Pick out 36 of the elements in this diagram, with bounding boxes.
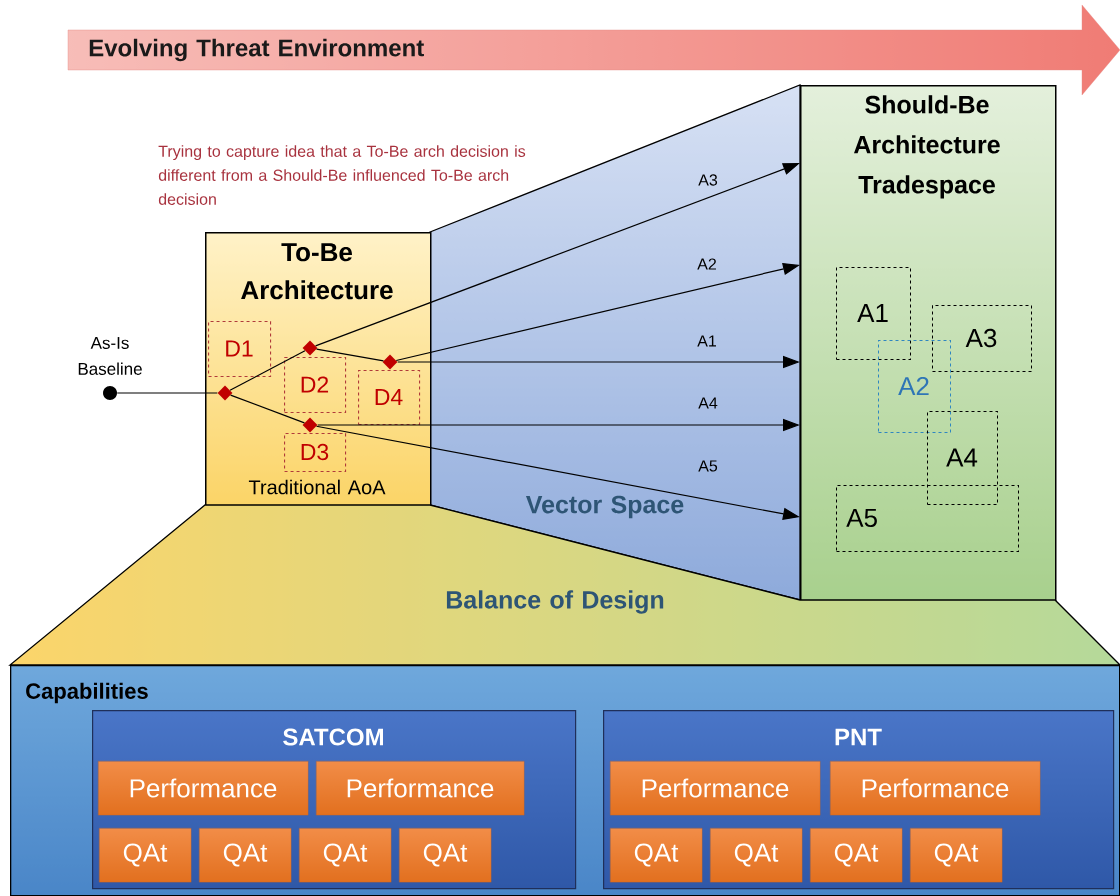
attribute-box: QAt xyxy=(99,828,192,883)
attribute-box: QAt xyxy=(199,828,292,883)
baseline-label: As-Is Baseline xyxy=(78,337,142,375)
decision-diamond xyxy=(217,385,233,401)
annotation-text: Trying to capture idea that a To-Be arch decision is different from a Should-Be influenced To-Be arch decision xyxy=(158,145,526,205)
alternative-box: A4 xyxy=(927,411,998,505)
attribute-box: QAt xyxy=(399,828,492,883)
connector-line xyxy=(315,348,385,362)
connector-line xyxy=(116,392,218,394)
connector-line xyxy=(229,350,306,391)
attribute-box: QAt xyxy=(710,828,803,883)
edge-label: A2 xyxy=(697,258,716,270)
decision-diamond xyxy=(382,354,398,370)
attribute-box: QAt xyxy=(610,828,703,883)
performance-box: Performance xyxy=(830,761,1041,816)
decision-box: D4 xyxy=(358,370,421,426)
decision-box: D2 xyxy=(284,357,347,414)
attribute-box: QAt xyxy=(299,828,392,883)
decision-box: D3 xyxy=(284,433,347,473)
performance-box: Performance xyxy=(98,761,309,816)
attribute-box: QAt xyxy=(810,828,903,883)
performance-box: Performance xyxy=(610,761,821,816)
alternative-box: A3 xyxy=(932,305,1032,372)
decision-box: D1 xyxy=(208,321,272,378)
decision-diamond xyxy=(302,417,318,433)
alternative-box: A1 xyxy=(836,267,911,360)
edge-label: A4 xyxy=(698,397,718,409)
edge-label: A5 xyxy=(698,460,718,472)
alternative-box: A2 xyxy=(878,340,951,433)
edge-label: A1 xyxy=(697,335,716,347)
performance-box: Performance xyxy=(316,761,525,816)
edge-label: A3 xyxy=(698,174,718,186)
alternative-box: A5 xyxy=(836,485,1019,552)
attribute-box: QAt xyxy=(910,828,1003,883)
connector-line xyxy=(230,394,305,424)
decision-diamond xyxy=(302,340,318,356)
